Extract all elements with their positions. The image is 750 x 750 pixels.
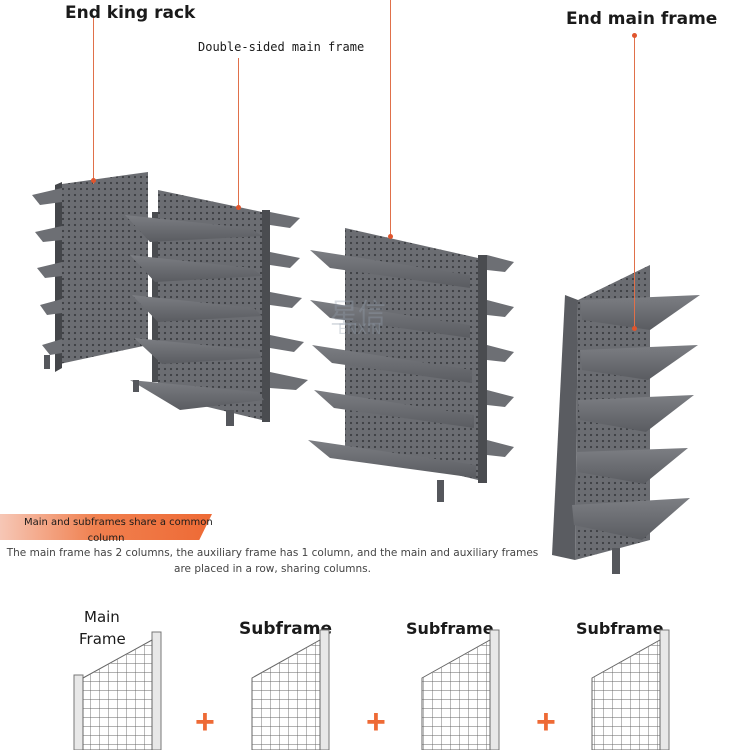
leader-dot — [632, 326, 637, 331]
plus-sign-3: + — [536, 703, 556, 741]
label-subframe-3: Subframe — [576, 619, 664, 638]
leader-end-king-rack — [93, 16, 94, 184]
label-end-king-rack: End king rack — [65, 3, 196, 23]
shelving-illustration — [32, 172, 700, 574]
leader-dot — [236, 205, 241, 210]
plus-sign-2: + — [366, 703, 386, 741]
subframe-panel-2 — [421, 629, 500, 750]
watermark-text: ENXIN — [338, 322, 382, 338]
subframe-panel-3 — [591, 629, 670, 750]
double-sided-main-frame — [125, 190, 308, 426]
frame-diagram — [73, 629, 670, 750]
leader-middle — [390, 0, 391, 237]
plus-sign-1: + — [195, 703, 215, 741]
label-main-frame-line1: Main — [84, 608, 120, 626]
banner-line2: column — [87, 533, 125, 544]
watermark-logo: 星信 — [330, 297, 387, 330]
leader-dot — [632, 33, 637, 38]
label-subframe-1: Subframe — [239, 619, 333, 639]
leader-end-main — [634, 36, 635, 330]
middle-frame — [308, 228, 514, 502]
label-main-frame-line2: Frame — [79, 630, 126, 648]
leader-dot — [91, 178, 96, 183]
main-frame-panel — [73, 631, 162, 750]
banner-line1: Main and subframes share a common — [24, 517, 213, 528]
label-end-main-frame: End main frame — [566, 9, 718, 29]
label-double-sided-main-frame: Double-sided main frame — [198, 40, 365, 54]
leader-double-sided — [238, 58, 239, 210]
label-subframe-2: Subframe — [406, 619, 494, 638]
subframe-panel-1 — [251, 629, 330, 750]
end-king-rack — [32, 172, 148, 372]
leader-dot — [388, 234, 393, 239]
description-text: The main frame has 2 columns, the auxili… — [6, 547, 539, 575]
end-main-frame — [552, 265, 700, 574]
info-banner — [0, 514, 212, 540]
